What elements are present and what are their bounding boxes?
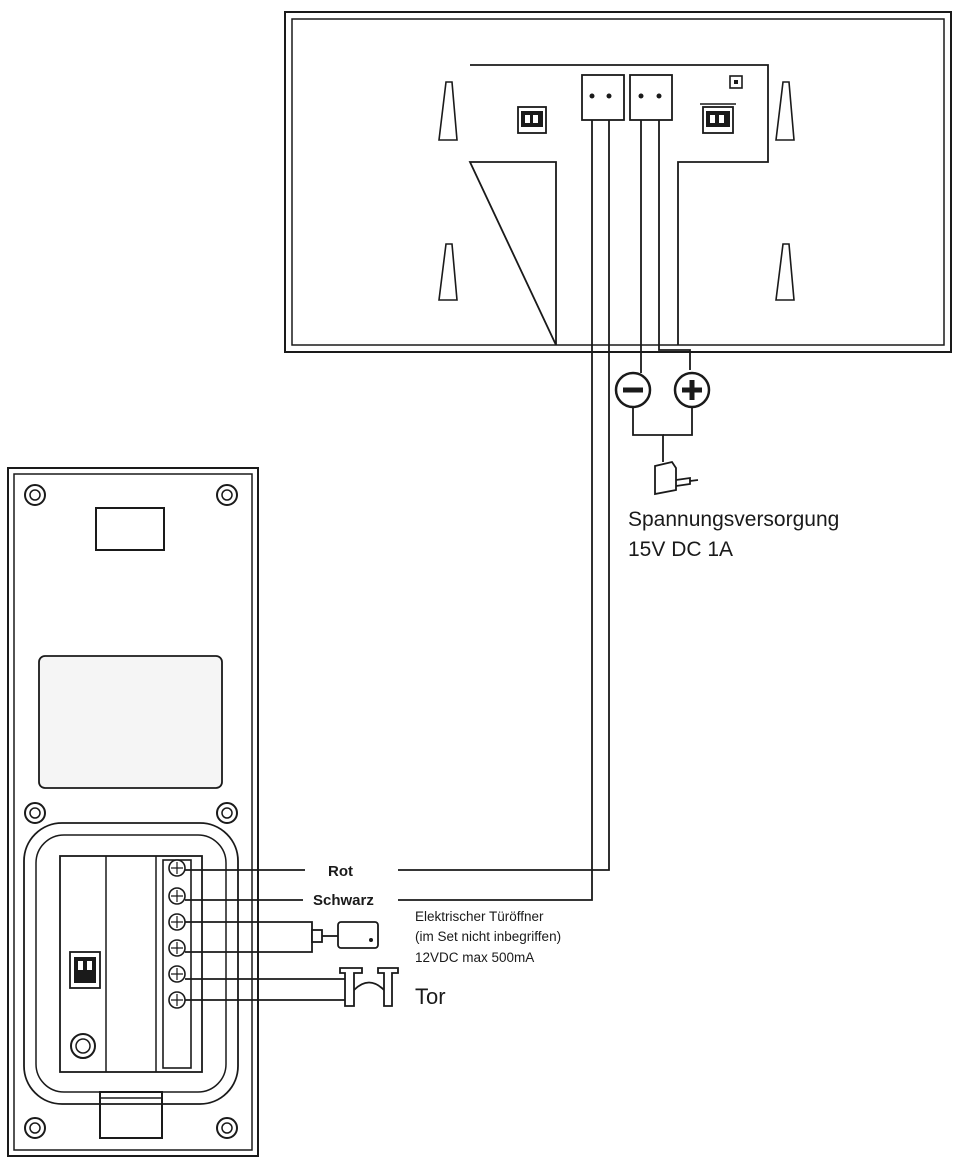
door-opener-title: Elektrischer Türöffner (415, 909, 544, 924)
screw-icon (168, 859, 186, 877)
screw-icon (216, 484, 238, 506)
monitor-mount-bracket (468, 64, 769, 346)
wire-door-opener (185, 921, 313, 953)
station-inner-frame (13, 473, 253, 1151)
screw-icon (168, 887, 186, 905)
screw-icon (168, 939, 186, 957)
name-plate (38, 655, 223, 789)
dip-switch-icon (69, 951, 101, 989)
wiring (398, 120, 693, 901)
camera-window (95, 507, 165, 551)
power-adapter-icon (654, 460, 699, 496)
screw-icon (168, 991, 186, 1009)
board-mount-hole (70, 1033, 96, 1059)
outdoor-station (7, 467, 259, 1157)
monitor-power-terminal (629, 74, 673, 121)
power-supply-label: Spannungsversorgung (628, 508, 839, 531)
screw-icon (216, 1117, 238, 1139)
station-wiring (185, 869, 345, 1001)
wire-red (398, 120, 610, 871)
door-opener-rating: 12VDC max 500mA (415, 950, 534, 965)
screw-icon (168, 965, 186, 983)
dip-switch-icon (517, 106, 547, 134)
dip-switch-icon (700, 103, 736, 134)
keyhole-slot (775, 81, 795, 141)
keyhole-slot (438, 81, 458, 141)
gate-label: Tor (415, 984, 446, 1009)
wire-black (398, 120, 593, 901)
wire-adapter-plus (663, 407, 693, 436)
door-opener-icon (311, 921, 379, 949)
terminal-housing-inner (35, 834, 227, 1093)
terminal-housing-outer (23, 822, 239, 1105)
keyhole-slot (775, 243, 795, 301)
wire-red-label: Rot (328, 863, 353, 880)
screw-icon (24, 802, 46, 824)
station-bottom-tab (99, 1091, 163, 1139)
wire-power-plus (658, 120, 691, 370)
power-supply-rating: 15V DC 1A (628, 538, 733, 561)
door-opener-note: (im Set nicht inbegriffen) (415, 929, 561, 944)
monitor-outer-frame (284, 11, 952, 353)
station-outer-frame (7, 467, 259, 1157)
screw-icon (168, 913, 186, 931)
monitor-inner-frame (291, 18, 945, 346)
indoor-monitor (284, 11, 952, 353)
monitor-bus-terminal (581, 74, 625, 121)
plus-terminal-icon (673, 371, 711, 409)
monitor-indicator (729, 75, 743, 89)
circuit-board (59, 855, 203, 1073)
keyhole-slot (438, 243, 458, 301)
minus-terminal-icon (614, 371, 652, 409)
wire-adapter-minus (632, 407, 664, 462)
screw-icon (24, 1117, 46, 1139)
screw-icon (24, 484, 46, 506)
screw-icon (216, 802, 238, 824)
gate-icon (339, 967, 399, 1007)
terminal-screws (168, 859, 186, 1009)
wire-black-label: Schwarz (313, 892, 374, 909)
